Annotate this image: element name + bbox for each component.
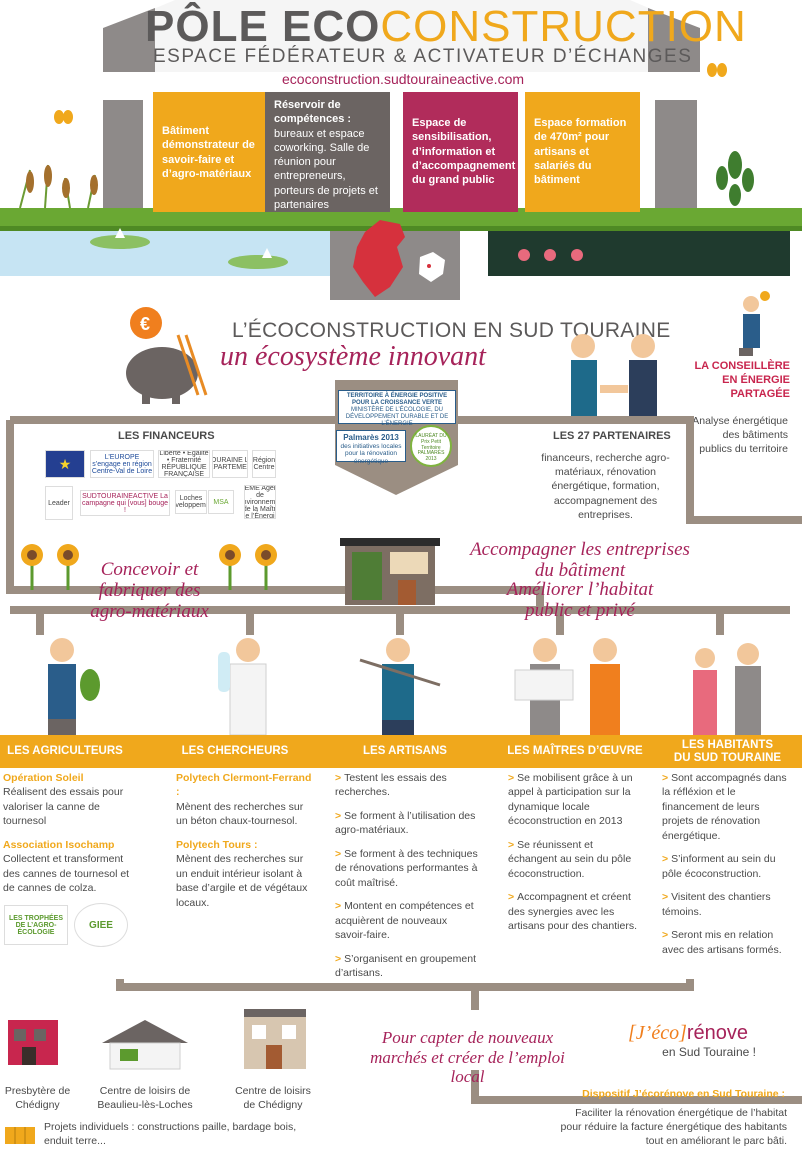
cherch-text-2: Mènent des recherches sur un enduit inté… xyxy=(176,853,308,909)
projets-individuels-text: Projets individuels : constructions pail… xyxy=(44,1121,297,1147)
jecorenove-text: Faciliter la rénovation énergétique de l… xyxy=(560,1107,787,1148)
ecosystem-heading: L’ÉCOCONSTRUCTION EN SUD TOURAINE xyxy=(232,319,671,342)
logo-loches-developpement: Loches Développement xyxy=(175,490,207,514)
logo-touraine-departement: TOURAINE LE DÉPARTEMENT xyxy=(212,450,248,478)
house-caption-beaulieu: Centre de loisirs de Beaulieu-lès-Loches xyxy=(97,1085,193,1111)
mission-ameliorer: Améliorer l’habitat public et privé xyxy=(506,579,654,621)
artisans-item: > Se forment à l’utilisation des agro-ma… xyxy=(335,809,476,837)
band-habitants-line2: DU SUD TOURAINE xyxy=(673,752,782,765)
card-text: Espace de sensibilisation, d’information… xyxy=(412,117,516,187)
conseillere-icon xyxy=(739,291,770,356)
card-reservoir-competences: Réservoir de compétences : bureaux et es… xyxy=(265,92,390,212)
conseillere-title: LA CONSEILLÈRE EN ÉNERGIE PARTAGÉE xyxy=(694,360,790,400)
piggy-bank-icon: € xyxy=(126,307,208,404)
actors-band xyxy=(0,735,802,768)
logo-ademe: ADEME Agence de l’Environnement et de la… xyxy=(244,485,276,519)
conseillere-text: Analyse énergétique des bâtiments public… xyxy=(692,415,788,456)
logo-region-centre: Région Centre xyxy=(252,450,276,478)
bottom-roots-graphic xyxy=(8,979,802,1104)
palmares-badge: Palmarès 2013 des initiatives locales po… xyxy=(336,430,406,465)
agri-text-1: Réalisent des essais pour valoriser la c… xyxy=(3,786,124,828)
col-habitants: > Sont accompagnés dans la réfléxion et … xyxy=(662,771,792,966)
house-caption-presbytere: Presbytère de Chédigny xyxy=(4,1085,71,1111)
habitants-item: > Visitent des chantiers témoins. xyxy=(662,891,771,918)
col-agriculteurs: Opération Soleil Réalisent des essais po… xyxy=(3,771,143,905)
svg-text:€: € xyxy=(140,314,150,334)
actors-people-illustration xyxy=(48,638,761,735)
tepcv-title: TERRITOIRE À ÉNERGIE POSITIVE POUR LA CR… xyxy=(346,393,448,406)
agri-text-2: Collectent et transforment des cannes de… xyxy=(3,853,130,895)
logo-republique-francaise: Liberté • Égalité • Fraternité RÉPUBLIQU… xyxy=(158,450,210,478)
col-maitres: > Se mobilisent grâce à un appel à parti… xyxy=(508,771,638,943)
page-subtitle: ESPACE FÉDÉRATEUR & ACTIVATEUR D’ÉCHANGE… xyxy=(153,46,693,67)
card-title: Réservoir de compétences : xyxy=(274,99,352,126)
habitants-item: > S’informent au sein du pôle écoconstru… xyxy=(662,853,776,880)
artisans-item: > Testent les essais des recherches. xyxy=(335,772,447,799)
artisans-item: > S’organisent en groupement d’artisans. xyxy=(335,952,476,980)
cherch-heading-2: Polytech Tours : xyxy=(176,838,258,851)
jeco-logo-part2: rénove xyxy=(686,1022,749,1044)
band-habitants-line1: LES HABITANTS xyxy=(681,739,774,751)
jeco-logo-part1: [J’éco] xyxy=(628,1022,687,1044)
band-artisans: LES ARTISANS xyxy=(363,745,447,757)
agri-heading-2: Association Isochamp xyxy=(3,838,115,851)
band-maitres: LES MAÎTRES D’ŒUVRE xyxy=(507,745,643,757)
financeurs-label: LES FINANCEURS xyxy=(118,430,215,442)
band-habitants: LES HABITANTS DU SUD TOURAINE xyxy=(660,739,795,765)
habitants-item: > Seront mis en relation avec des artisa… xyxy=(662,929,782,956)
laureat-text: LAURÉAT DU Prix Petit Territoire PALMARÈ… xyxy=(415,433,447,462)
straw-bale-icon xyxy=(5,1127,35,1144)
logo-trophees-agroecologie: LES TROPHÉES DE L’AGRO-ÉCOLOGIE xyxy=(4,905,68,945)
jeco-logo-part3: en Sud Touraine ! xyxy=(662,1045,756,1059)
band-chercheurs: LES CHERCHEURS xyxy=(181,745,289,757)
tepcv-sub: MINISTÈRE DE L’ÉCOLOGIE, DU DÉVELOPPEMEN… xyxy=(345,406,449,427)
maitres-item: > Accompagnent et créent des synergies a… xyxy=(508,891,637,933)
card-espace-sensibilisation: Espace de sensibilisation, d’information… xyxy=(403,92,518,212)
mission-concevoir: Concevoir et fabriquer des agro-matériau… xyxy=(90,559,209,622)
band-agriculteurs: LES AGRICULTEURS xyxy=(7,745,123,757)
card-text: Espace formation de 470m² pour artisans … xyxy=(534,117,627,187)
partenaires-label: LES 27 PARTENAIRES xyxy=(553,430,671,442)
agri-heading-1: Opération Soleil xyxy=(3,772,84,784)
maitres-item: > Se mobilisent grâce à un appel à parti… xyxy=(508,772,633,828)
site-url-link[interactable]: ecoconstruction.sudtouraineactive.com xyxy=(282,71,525,87)
col-chercheurs: Polytech Clermont-Ferrand : Mènent des r… xyxy=(176,771,316,919)
touraine-map-icon xyxy=(353,220,445,297)
house-caption-chedigny: Centre de loisirs de Chédigny xyxy=(235,1085,311,1111)
col-artisans: > Testent les essais des recherches. > S… xyxy=(335,771,480,990)
capter-marches-text: Pour capter de nouveaux marchés et créer… xyxy=(370,1028,565,1087)
logo-europe-engage: L’EUROPE s’engage en région Centre-Val d… xyxy=(90,450,154,478)
ecosystem-subheading: un écosystème innovant xyxy=(220,341,486,372)
jecorenove-title: Dispositif J’écorénove en Sud Touraine : xyxy=(582,1088,785,1100)
tepcv-badge: TERRITOIRE À ÉNERGIE POSITIVE POUR LA CR… xyxy=(338,390,456,427)
logo-union-europeenne: ★ xyxy=(45,450,85,478)
artisans-item: > Se forment à des techniques de rénovat… xyxy=(335,847,478,889)
cherch-heading-1: Polytech Clermont-Ferrand : xyxy=(176,772,312,799)
page-title: PÔLE ECOCONSTRUCTION xyxy=(145,2,747,51)
mission-accompagner: Accompagner les entreprises du bâtiment xyxy=(470,539,690,581)
habitants-item: > Sont accompagnés dans la réfléxion et … xyxy=(662,772,787,842)
logo-msa: MSA xyxy=(208,490,234,514)
card-espace-formation: Espace formation de 470m² pour artisans … xyxy=(525,92,640,212)
logo-leader: Leader xyxy=(45,486,73,520)
cherch-text-1: Mènent des recherches sur un béton chaux… xyxy=(176,800,304,828)
laureat-badge: LAURÉAT DU Prix Petit Territoire PALMARÈ… xyxy=(410,425,452,467)
maitres-item: > Se réunissent et échangent au sein du … xyxy=(508,838,632,880)
palmares-sub: des initiatives locales pour la rénovati… xyxy=(340,442,402,466)
handshake-people-illustration xyxy=(571,334,657,420)
jecorenove-logo: [J’éco]rénove en Sud Touraine ! xyxy=(628,1022,758,1067)
card-body: bureaux et espace coworking. Salle de ré… xyxy=(274,127,378,212)
card-text: Bâtiment démonstrateur de savoir-faire e… xyxy=(162,125,255,180)
artisans-item: > Montent en compétences et acquièrent d… xyxy=(335,900,474,942)
card-batiment-demonstrateur: Bâtiment démonstrateur de savoir-faire e… xyxy=(153,92,268,212)
logo-giee: GIEE xyxy=(74,903,128,947)
partenaires-text: financeurs, recherche agro-matériaux, ré… xyxy=(541,452,670,521)
palmares-title: Palmarès 2013 xyxy=(343,433,399,442)
logo-sudtouraineactive: SUDTOURAINEACTIVE La campagne qui [vous]… xyxy=(80,490,170,516)
